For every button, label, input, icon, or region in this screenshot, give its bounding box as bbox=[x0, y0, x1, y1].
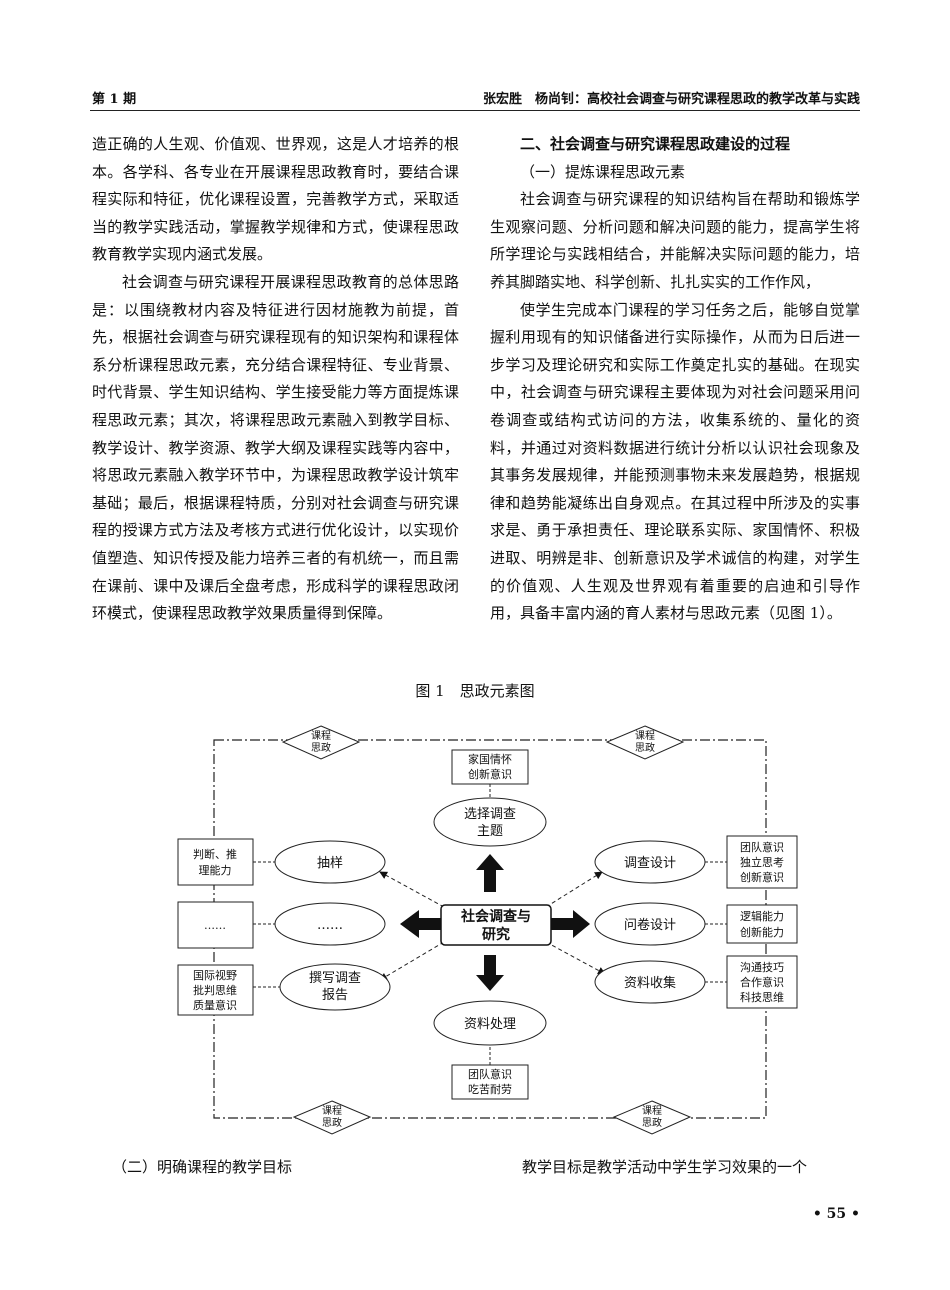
left-column: 造正确的人生观、价值观、世界观，这是人才培养的根本。各学科、各专业在开展课程思政… bbox=[92, 131, 459, 628]
svg-text:社会调查与: 社会调查与 bbox=[460, 908, 531, 925]
svg-text:报告: 报告 bbox=[322, 988, 348, 1003]
svg-text:创新意识: 创新意识 bbox=[740, 870, 784, 884]
corner-diamond: 课程 思政 bbox=[605, 725, 685, 760]
svg-text:课程: 课程 bbox=[642, 1105, 662, 1117]
corner-diamond: 课程 思政 bbox=[612, 1100, 692, 1135]
running-header: 第 1 期 张宏胜 杨尚钊：高校社会调查与研究课程思政的教学改革与实践 bbox=[92, 88, 860, 108]
running-title: 张宏胜 杨尚钊：高校社会调查与研究课程思政的教学改革与实践 bbox=[482, 92, 860, 107]
process-node: 选择调查 主题 bbox=[433, 797, 547, 847]
process-node: 资料处理 bbox=[433, 1000, 547, 1046]
attribute-box: 国际视野 批判思维 质量意识 bbox=[177, 964, 254, 1016]
process-node: …… bbox=[274, 902, 386, 946]
paragraph: 社会调查与研究课程开展课程思政教育的总体思路是：以围绕教材内容及特征进行因材施教… bbox=[92, 272, 459, 623]
process-node: 抽样 bbox=[274, 840, 386, 884]
paragraph: 教学目标是教学活动中学生学习效果的一个 bbox=[522, 1158, 808, 1176]
right-column: 二、社会调查与研究课程思政建设的过程 （一）提炼课程思政元素 社会调查与研究课程… bbox=[490, 131, 860, 628]
svg-text:国际视野: 国际视野 bbox=[193, 968, 237, 982]
corner-diamond: 课程 思政 bbox=[281, 725, 361, 760]
paragraph: 使学生完成本门课程的学习任务之后，能够自觉掌握利用现有的知识储备进行实际操作，从… bbox=[490, 300, 860, 623]
section-heading: 二、社会调查与研究课程思政建设的过程 bbox=[520, 135, 791, 153]
page-number: • 55 • bbox=[812, 1206, 860, 1222]
svg-text:思政: 思政 bbox=[322, 1116, 342, 1129]
svg-text:吃苦耐劳: 吃苦耐劳 bbox=[468, 1083, 512, 1096]
svg-text:课程: 课程 bbox=[635, 730, 655, 742]
attribute-box: 判断、推 理能力 bbox=[177, 838, 254, 886]
svg-text:撰写调查: 撰写调查 bbox=[309, 971, 361, 986]
svg-text:课程: 课程 bbox=[322, 1105, 342, 1117]
svg-text:思政: 思政 bbox=[635, 741, 655, 754]
svg-text:研究: 研究 bbox=[482, 926, 510, 943]
svg-text:问卷设计: 问卷设计 bbox=[624, 917, 676, 933]
svg-text:逻辑能力: 逻辑能力 bbox=[740, 909, 784, 923]
figure-caption: 图 1 思政元素图 bbox=[415, 682, 535, 700]
svg-text:判断、推: 判断、推 bbox=[193, 847, 237, 861]
attribute-box: …… bbox=[177, 901, 254, 949]
figure-diagram: 课程 思政 课程 思政 课程 思政 课程 思政 家国情怀 创新意识 团队意识 吃… bbox=[177, 725, 798, 1135]
svg-text:资料处理: 资料处理 bbox=[464, 1017, 516, 1032]
svg-text:沟通技巧: 沟通技巧 bbox=[740, 961, 784, 974]
paragraph: 社会调查与研究课程的知识结构旨在帮助和锻炼学生观察问题、分析问题和解决问题的能力… bbox=[490, 190, 860, 291]
subsection-heading: （二）明确课程的教学目标 bbox=[112, 1158, 293, 1176]
svg-text:调查设计: 调查设计 bbox=[624, 856, 676, 871]
center-node: 社会调查与 研究 bbox=[440, 904, 552, 946]
svg-text:思政: 思政 bbox=[311, 741, 331, 754]
svg-text:主题: 主题 bbox=[477, 824, 503, 839]
header-rule bbox=[90, 110, 860, 111]
process-node: 调查设计 bbox=[594, 840, 706, 884]
svg-text:质量意识: 质量意识 bbox=[193, 998, 237, 1012]
svg-text:科技思维: 科技思维 bbox=[740, 990, 784, 1004]
svg-text:抽样: 抽样 bbox=[317, 856, 343, 871]
svg-text:合作意识: 合作意识 bbox=[740, 975, 784, 989]
subsection-heading: （一）提炼课程思政元素 bbox=[520, 162, 686, 181]
svg-text:团队意识: 团队意识 bbox=[740, 840, 784, 854]
attribute-box: 家国情怀 创新意识 bbox=[451, 749, 529, 785]
main-arrows bbox=[400, 854, 590, 991]
svg-text:资料收集: 资料收集 bbox=[624, 975, 676, 991]
issue-number: 第 1 期 bbox=[92, 92, 137, 107]
process-node: 问卷设计 bbox=[594, 902, 706, 946]
attribute-box: 团队意识 独立思考 创新意识 bbox=[726, 835, 798, 889]
svg-text:思政: 思政 bbox=[642, 1116, 662, 1129]
svg-text:创新能力: 创新能力 bbox=[740, 925, 784, 939]
corner-diamond: 课程 思政 bbox=[292, 1100, 372, 1135]
attribute-box: 沟通技巧 合作意识 科技思维 bbox=[726, 955, 798, 1009]
process-node: 资料收集 bbox=[594, 960, 706, 1004]
svg-text:理能力: 理能力 bbox=[199, 863, 232, 877]
paragraph: 造正确的人生观、价值观、世界观，这是人才培养的根本。各学科、各专业在开展课程思政… bbox=[92, 135, 459, 264]
svg-text:批判思维: 批判思维 bbox=[193, 983, 237, 997]
svg-text:课程: 课程 bbox=[311, 730, 331, 742]
svg-text:选择调查: 选择调查 bbox=[464, 807, 516, 822]
svg-text:创新意识: 创新意识 bbox=[468, 767, 512, 781]
svg-text:……: …… bbox=[317, 918, 343, 933]
svg-text:家国情怀: 家国情怀 bbox=[468, 752, 512, 766]
svg-text:……: …… bbox=[204, 919, 226, 932]
attribute-box: 逻辑能力 创新能力 bbox=[726, 904, 798, 944]
attribute-box: 团队意识 吃苦耐劳 bbox=[451, 1064, 529, 1100]
process-node: 撰写调查 报告 bbox=[279, 963, 391, 1011]
svg-text:独立思考: 独立思考 bbox=[740, 855, 784, 869]
svg-text:团队意识: 团队意识 bbox=[468, 1067, 512, 1081]
